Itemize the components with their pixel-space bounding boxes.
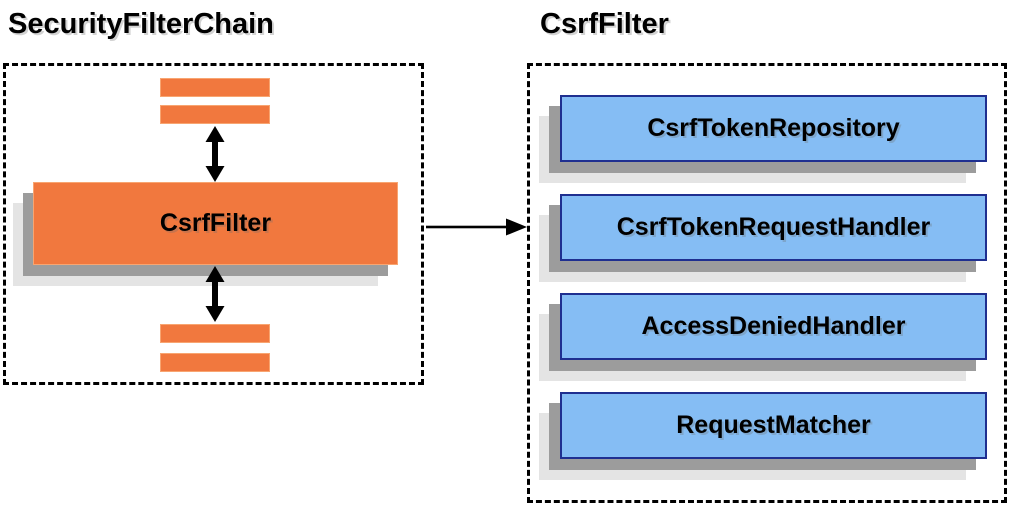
component-box-csrf-token-repository: CsrfTokenRepository [560,95,987,162]
csrf-filter-container [527,63,1007,503]
component-label: AccessDeniedHandler [641,312,906,340]
csrf-filter-title: CsrfFilter [540,8,669,40]
component-label: CsrfTokenRequestHandler [616,213,931,241]
flow-arrow-icon [426,218,527,236]
filter-chain-bar-bottom-1 [160,324,270,343]
component-label: CsrfTokenRepository [647,114,900,142]
filter-chain-bar-top-2 [160,105,270,124]
filter-chain-bar-top-1 [160,78,270,97]
filter-chain-bar-bottom-2 [160,353,270,372]
csrf-filter-node: CsrfFilter [33,182,398,265]
component-label: RequestMatcher [676,411,871,439]
component-box-access-denied-handler: AccessDeniedHandler [560,293,987,360]
security-filter-chain-container [3,63,424,385]
component-box-csrf-token-request-handler: CsrfTokenRequestHandler [560,194,987,261]
csrf-filter-node-label: CsrfFilter [159,209,272,237]
security-filter-chain-title: SecurityFilterChain [8,8,274,40]
component-box-request-matcher: RequestMatcher [560,392,987,459]
